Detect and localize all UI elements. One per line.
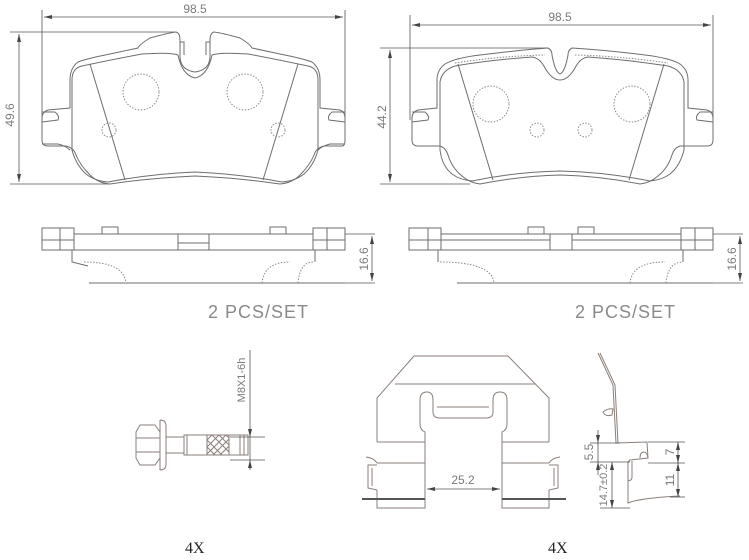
left-pad-width-dim: 98.5 [183, 2, 207, 16]
bolt-qty-label: 4X [185, 540, 205, 557]
left-pad-side-view: 16.6 2 PCS/SET [41, 226, 375, 322]
right-pad-height-dim: 44.2 [375, 105, 389, 129]
clip-dim-11: 11 [663, 473, 677, 486]
right-pad-side-view: 16.6 2 PCS/SET [408, 226, 743, 322]
clip-dim-14-7: 14.7±0.2 [598, 464, 610, 507]
left-pad-thickness-dim: 16.6 [357, 247, 371, 271]
clip-dim-7: 7 [663, 448, 677, 455]
clip-side-drawing: 5.5 14.7±0.2 7 11 [582, 352, 685, 509]
right-pad-thickness-dim: 16.6 [725, 247, 739, 271]
right-pad-front-view: 98.5 44.2 [375, 10, 714, 185]
guide-bolt-drawing: M8X1-6h 4X [135, 350, 265, 557]
left-pad-front-view: 98.5 49.6 [3, 2, 346, 185]
clip-qty-label: 4X [548, 540, 568, 557]
clip-dim-5-5: 5.5 [582, 443, 596, 460]
knurl-pattern [206, 434, 230, 456]
clip-front-drawing: 25.2 4X [362, 355, 568, 557]
right-pad-width-dim: 98.5 [548, 10, 572, 24]
left-pad-height-dim: 49.6 [3, 103, 17, 127]
left-pad-qty-label: 2 PCS/SET [208, 302, 309, 322]
clip-width-dim: 25.2 [451, 473, 475, 487]
bolt-thread-dim: M8X1-6h [236, 358, 248, 403]
right-pad-qty-label: 2 PCS/SET [575, 302, 676, 322]
